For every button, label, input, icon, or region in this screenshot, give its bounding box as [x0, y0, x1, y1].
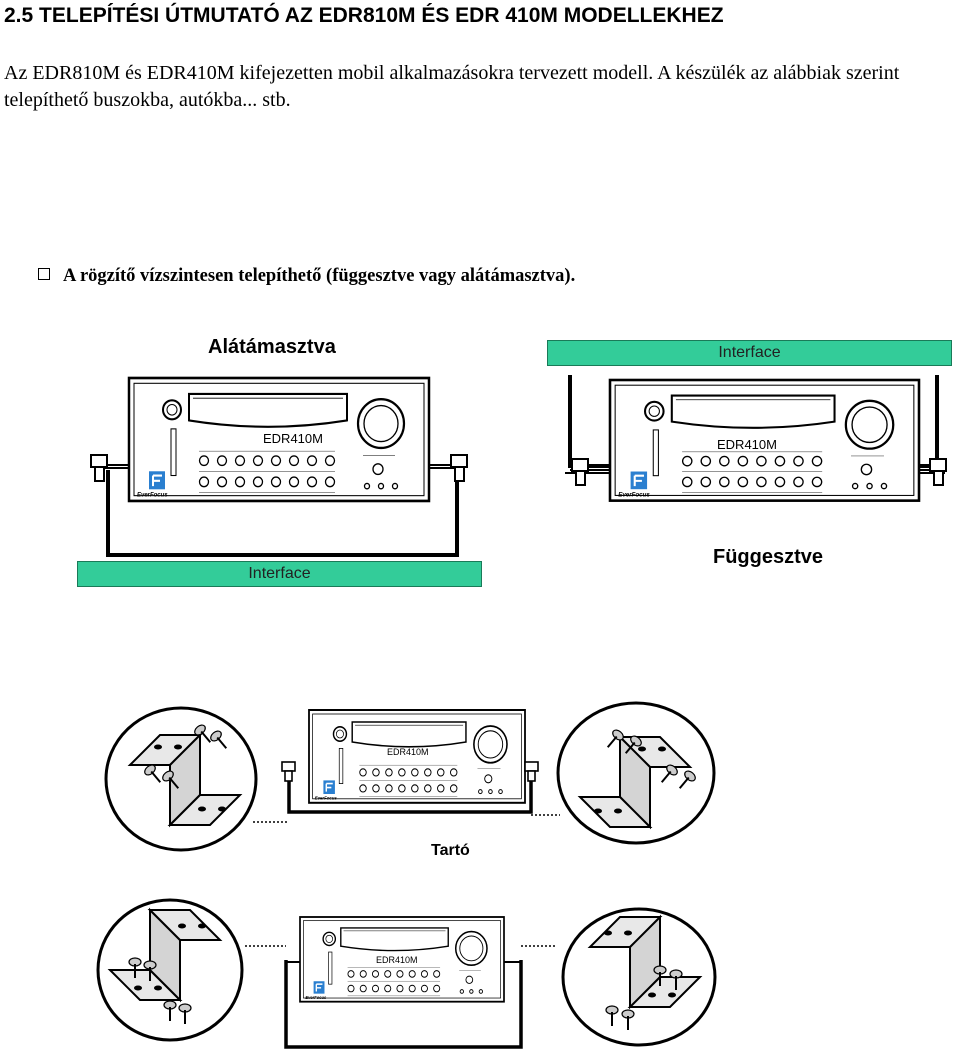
- device-model-right: EDR410M: [717, 437, 777, 452]
- intro-paragraph: Az EDR810M és EDR410M kifejezetten mobil…: [4, 62, 900, 111]
- device-model-lower: EDR410M: [376, 955, 418, 965]
- bracket-detail-lower: EDR410M: [96, 898, 717, 1049]
- hanging-installation: EDR410M: [565, 375, 947, 502]
- dvr-device-icon: EDR410M: [608, 378, 921, 502]
- dvr-device-icon: EDR410M: [307, 708, 527, 804]
- supported-label: Alátámasztva: [208, 336, 336, 358]
- bracket-label: Tartó: [431, 842, 470, 859]
- bullet-text: A rögzítő vízszintesen telepíthető (függ…: [63, 266, 576, 286]
- dvr-device-icon: EDR410M: [299, 916, 505, 1003]
- dvr-device-icon: EDR410M: [127, 376, 431, 503]
- section-heading: 2.5 TELEPÍTÉSI ÚTMUTATÓ AZ EDR810M ÉS ED…: [4, 4, 724, 27]
- device-model-upper: EDR410M: [387, 747, 429, 757]
- interface-panel-bottom: Interface: [77, 561, 482, 587]
- checkbox-bullet-icon: [38, 268, 50, 280]
- interface-panel-top: Interface: [547, 340, 952, 366]
- supported-installation: EDR410M: [90, 376, 468, 557]
- device-model-left: EDR410M: [263, 431, 323, 446]
- hanging-label: Függesztve: [713, 546, 824, 568]
- bracket-detail-upper: EDR410M: [104, 701, 716, 852]
- bullet-item: A rögzítő vízszintesen telepíthető (függ…: [38, 266, 575, 287]
